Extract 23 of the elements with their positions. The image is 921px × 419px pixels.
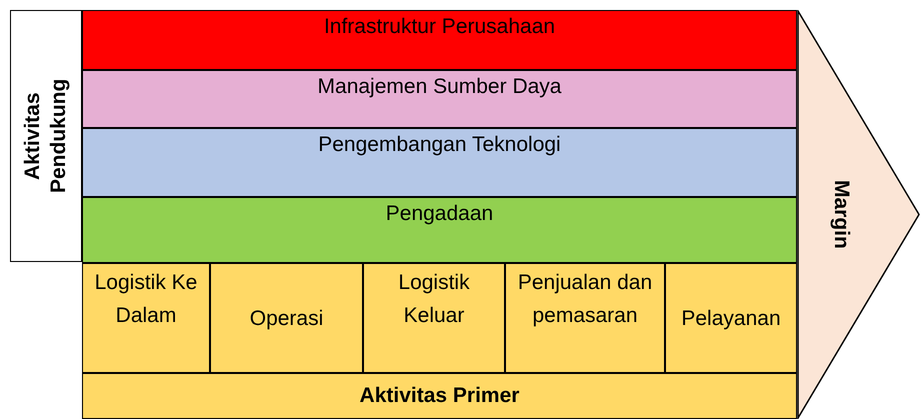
band-label: Aktivitas Primer: [360, 383, 520, 409]
band-label: Pengadaan: [386, 201, 494, 227]
vertical-heading: Aktivitas Pendukung: [20, 78, 71, 196]
support-activity-band: [82, 10, 797, 70]
band-label: Pengembangan Teknologi: [318, 132, 561, 158]
column-label: Penjualan dan pemasaran: [516, 270, 654, 329]
vertical-heading: Margin: [829, 180, 854, 249]
primary-activity-column: [210, 263, 363, 373]
column-label: Logistik Ke Dalam: [94, 270, 198, 329]
column-label: Operasi: [248, 306, 324, 332]
primary-activity-column: [665, 263, 797, 373]
band-label: Infrastruktur Perusahaan: [324, 14, 556, 40]
primary-activities-band: [82, 373, 797, 419]
support-activity-band: [82, 128, 797, 197]
primary-activity-column: [82, 263, 210, 373]
support-activities-box: [10, 10, 82, 262]
primary-activity-column: [363, 263, 505, 373]
column-label: Pelayanan: [680, 306, 782, 332]
column-label: Logistik Keluar: [397, 270, 471, 329]
primary-activity-column: [505, 263, 665, 373]
band-label: Manajemen Sumber Daya: [318, 74, 562, 100]
support-activity-band: [82, 70, 797, 128]
support-activity-band: [82, 197, 797, 263]
